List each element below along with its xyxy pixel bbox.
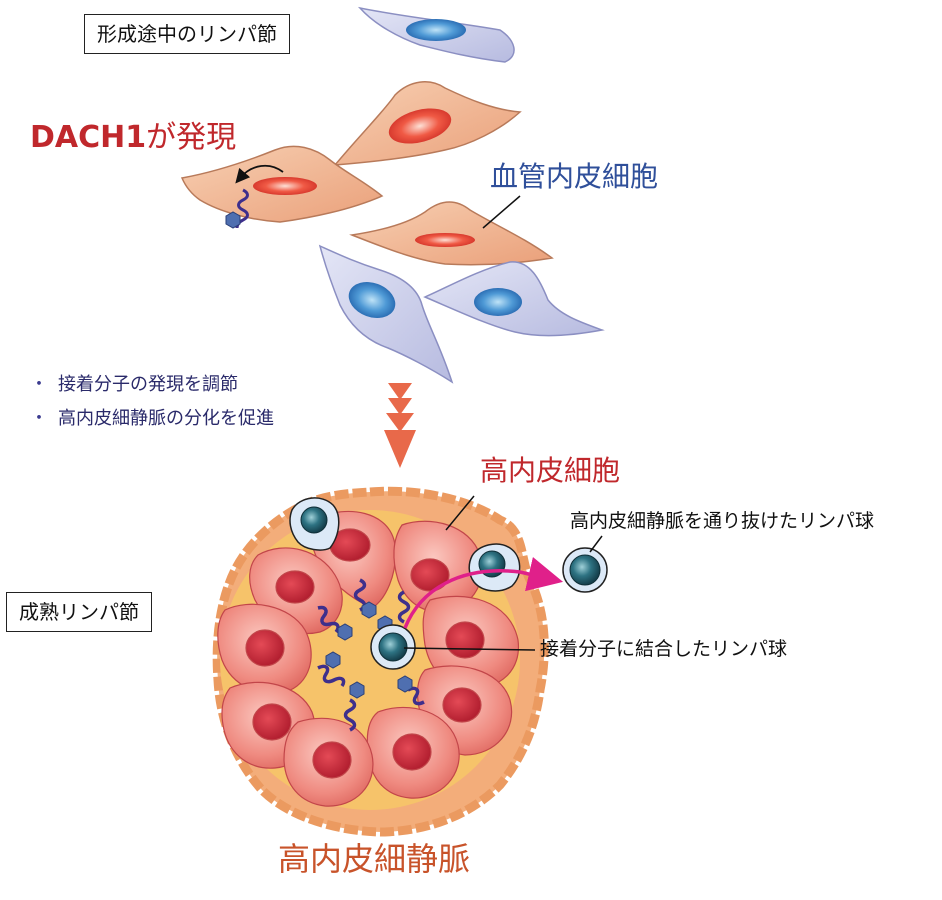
lymphocyte-upper-right: [468, 543, 521, 592]
orange-cell-dach1: [180, 145, 384, 223]
transition-arrow: [384, 383, 416, 468]
dach1-label: DACH1が発現: [30, 120, 236, 156]
dach1-functions: ・接着分子の発現を調節 ・高内皮細静脈の分化を促進: [30, 368, 274, 436]
orange-cell-upper: [333, 81, 522, 166]
lavender-cell-top: [357, 6, 515, 63]
bound-lymphocyte-label: 接着分子に結合したリンパ球: [540, 638, 788, 660]
dach1-expression: が発現: [146, 120, 237, 155]
hev-cell-leader: [445, 495, 475, 531]
endothelial-label: 血管内皮細胞: [490, 160, 659, 193]
endothelial-leader: [482, 195, 521, 229]
hev-structure: [212, 486, 608, 837]
endothelial-cells: [180, 6, 605, 384]
hev-label: 高内皮細静脈: [278, 840, 471, 878]
bullet-item: ・接着分子の発現を調節: [30, 368, 274, 402]
hev-cell-ring: [217, 510, 520, 807]
bullet-dot: ・: [30, 408, 48, 429]
bound-lymphocyte-leader: [403, 647, 536, 651]
bullet-text: 接着分子の発現を調節: [58, 374, 238, 395]
bullet-dot: ・: [30, 374, 48, 395]
mature-node-label: 成熟リンパ節: [6, 592, 152, 632]
forming-node-label: 形成途中のリンパ節: [84, 14, 290, 54]
lavender-cell-right: [423, 261, 605, 337]
migration-arrow: [403, 557, 564, 629]
lymphocyte-upper-left: [289, 497, 340, 551]
bullet-item: ・高内皮細静脈の分化を促進: [30, 402, 274, 436]
hev-cell-label: 高内皮細胞: [480, 454, 621, 487]
transmigrated-label: 高内皮細静脈を通り抜けたリンパ球: [570, 510, 875, 532]
dach1-curved-arrow: [235, 164, 284, 184]
dach1-gene-name: DACH1: [30, 120, 147, 155]
molecule-hexagon-top: [225, 211, 241, 229]
lavender-cell-left: [318, 244, 454, 384]
orange-cell-middle: [349, 201, 554, 266]
bullet-text: 高内皮細静脈の分化を促進: [58, 408, 274, 429]
lymphocyte-transmigrated: [562, 547, 608, 593]
lymphocyte-bound: [370, 624, 416, 670]
molecule-hexagons: [325, 601, 413, 699]
transmigrated-leader: [589, 535, 603, 553]
